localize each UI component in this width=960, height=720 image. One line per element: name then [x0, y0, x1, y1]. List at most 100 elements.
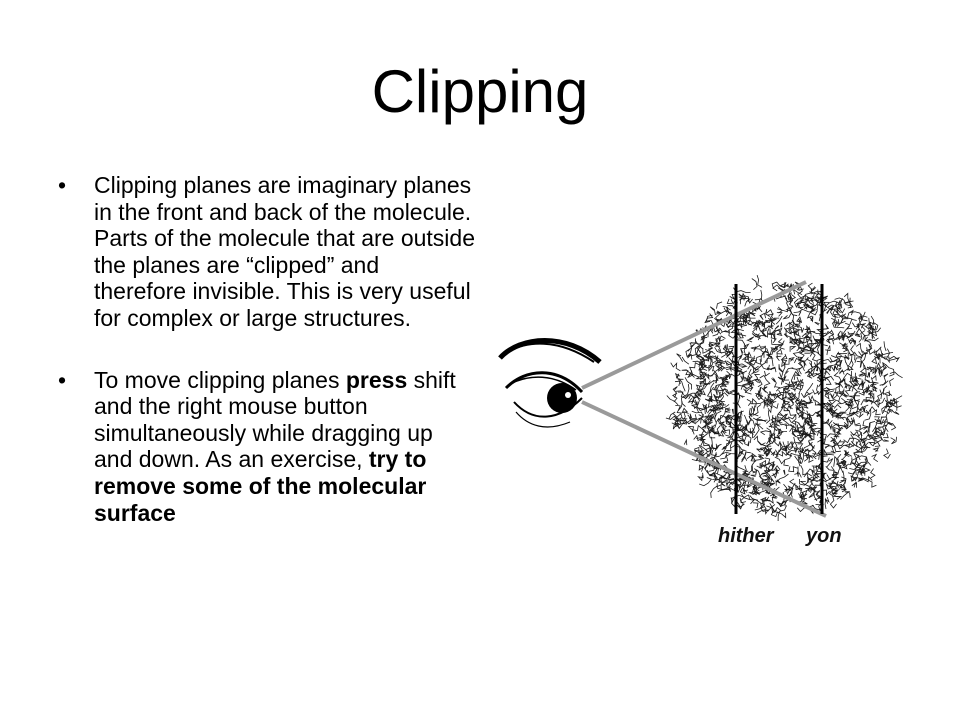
molecule-bond: [808, 435, 813, 440]
molecule-bond: [799, 492, 805, 501]
molecule-bond: [750, 346, 757, 352]
molecule-bond: [712, 326, 721, 337]
molecule-bond: [788, 294, 794, 308]
molecule-bond: [792, 288, 803, 296]
molecule-bond: [870, 395, 875, 405]
molecule-bond: [831, 473, 838, 477]
molecule-bond: [755, 422, 764, 430]
molecule-bond: [812, 449, 821, 455]
molecule-bond: [846, 331, 852, 339]
molecule-bond: [845, 361, 850, 372]
molecule-bond: [811, 286, 817, 292]
molecule-bond: [806, 325, 811, 333]
molecule-bond: [770, 329, 777, 344]
molecule-bond: [846, 309, 854, 320]
molecule-bond: [855, 323, 865, 330]
molecule-bond: [708, 432, 716, 439]
molecule-bond: [839, 390, 845, 394]
molecule-bond: [777, 406, 784, 415]
molecule-bond: [665, 415, 680, 424]
molecule-bond: [691, 418, 701, 423]
molecule-bond: [808, 395, 815, 402]
molecule-bond: [859, 435, 869, 440]
molecule-bond: [811, 339, 823, 352]
molecule-bond: [816, 358, 822, 367]
molecule-bond: [875, 419, 882, 425]
molecule-bond: [717, 408, 727, 425]
molecule-bond: [803, 458, 809, 462]
molecule-bond: [837, 426, 844, 431]
molecule-bond: [698, 414, 705, 420]
molecule-bond: [826, 458, 834, 467]
molecule-bond: [772, 284, 785, 292]
molecule-bond: [675, 390, 685, 395]
molecule-bond: [690, 399, 699, 413]
molecule-bond: [711, 436, 713, 447]
molecule-bond: [841, 370, 852, 382]
molecule-bond: [736, 384, 747, 393]
molecule-bond: [868, 381, 879, 384]
molecule-bond: [740, 349, 743, 360]
molecule-bond: [795, 333, 810, 344]
molecule-bond: [852, 401, 860, 415]
clipping-planes-figure: hither yon: [498, 274, 903, 547]
molecule-bond: [765, 308, 771, 317]
molecule-bond: [803, 294, 810, 307]
molecule-bond: [705, 314, 714, 326]
molecule-bond: [716, 382, 724, 391]
molecule-bond: [873, 397, 885, 406]
molecule-bond: [832, 423, 840, 432]
molecule-bond: [823, 358, 832, 364]
molecule-bond: [859, 367, 870, 376]
molecule-bond: [752, 417, 768, 422]
molecule-bond: [740, 316, 756, 319]
molecule-bond: [746, 308, 756, 317]
molecule-bond: [793, 323, 801, 329]
molecule-bond: [757, 454, 764, 460]
molecule-bond: [759, 374, 771, 386]
molecule-bond: [836, 463, 842, 476]
molecule-bond: [862, 334, 870, 341]
molecule-bond: [888, 401, 902, 408]
molecule-bond: [839, 412, 845, 420]
molecule-bond: [773, 378, 777, 388]
molecule-bond: [824, 445, 841, 453]
molecule-bond: [774, 449, 784, 457]
molecule-bond: [839, 342, 849, 350]
molecule-bond: [828, 399, 836, 405]
molecule-bond: [799, 404, 809, 409]
molecule-bond: [789, 339, 799, 346]
molecule-bond: [834, 391, 840, 394]
molecule-bond: [836, 412, 847, 416]
molecule-bond: [791, 413, 797, 423]
molecule-bond: [833, 320, 839, 328]
molecule-bond: [866, 399, 881, 408]
molecule-bond: [768, 461, 774, 471]
molecule-bond: [799, 424, 806, 432]
molecule-bond: [767, 325, 774, 330]
molecule-bond: [760, 498, 765, 509]
molecule-bond: [841, 488, 847, 493]
molecule-bond: [831, 480, 840, 488]
molecule-bond: [741, 432, 749, 443]
bullet-text-part-1: To move clipping planes: [94, 366, 346, 393]
molecule-bond: [840, 461, 847, 467]
molecule-bond: [705, 349, 712, 361]
molecule-bond: [756, 504, 767, 514]
molecule-bond: [795, 438, 805, 444]
molecule-bond: [737, 479, 749, 489]
molecule-bond: [803, 448, 810, 459]
molecule-bond: [779, 372, 787, 383]
molecule-bond: [788, 306, 795, 321]
molecule-bond: [696, 401, 706, 415]
molecule-bond: [743, 388, 752, 395]
molecule-bond: [759, 430, 771, 436]
molecule-bond: [794, 472, 802, 478]
molecule-bond: [759, 463, 761, 469]
molecule-bond: [711, 449, 717, 457]
molecule-bond: [706, 469, 718, 479]
molecule-bond: [824, 497, 829, 510]
molecule-bond: [742, 425, 748, 437]
molecule-bond: [739, 487, 748, 495]
molecule-bond: [676, 417, 687, 425]
